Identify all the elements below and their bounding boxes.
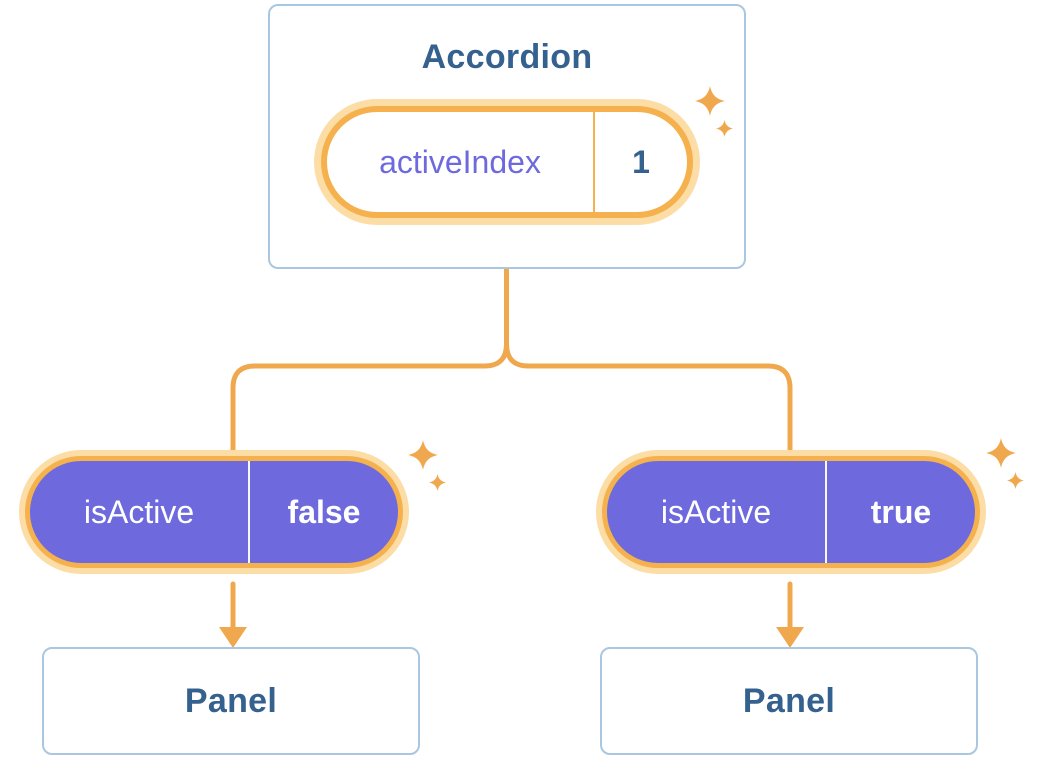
pill-divider bbox=[248, 461, 250, 563]
accordion-title: Accordion bbox=[421, 38, 593, 76]
pill-divider bbox=[593, 112, 595, 212]
down-arrow bbox=[219, 581, 247, 648]
panel-title: Panel bbox=[184, 681, 278, 720]
state-pill-value: 1 bbox=[632, 143, 650, 180]
prop-pill-label: isActive bbox=[83, 493, 195, 530]
down-arrow bbox=[776, 581, 804, 648]
panel-card: Panel bbox=[600, 647, 978, 755]
state-pill: activeIndex 1 bbox=[321, 106, 693, 218]
branch-line-right bbox=[504, 266, 793, 455]
accordion-card: Accordion activeIndex 1 bbox=[268, 4, 746, 269]
panel-title: Panel bbox=[742, 681, 836, 720]
prop-pill-isactive-true: isActive true bbox=[602, 456, 980, 568]
pill-divider bbox=[825, 461, 827, 563]
branch-line-left bbox=[230, 266, 509, 455]
prop-pill-isactive-false: isActive false bbox=[25, 456, 403, 568]
prop-pill-label: isActive bbox=[660, 493, 772, 530]
panel-card: Panel bbox=[42, 647, 420, 755]
state-pill-label: activeIndex bbox=[379, 143, 541, 180]
prop-pill-value: true bbox=[870, 493, 932, 530]
prop-pill-value: false bbox=[287, 493, 361, 530]
